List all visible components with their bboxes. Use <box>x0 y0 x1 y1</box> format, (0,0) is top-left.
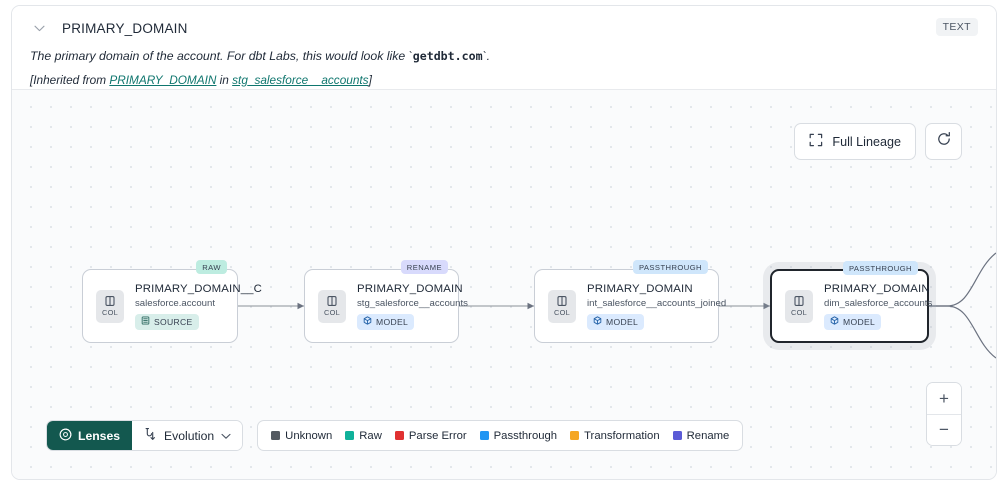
legend-swatch-unknown <box>271 431 281 440</box>
edge-out-1 <box>929 252 996 307</box>
lineage-canvas[interactable]: Full Lineage + − RAW <box>12 89 996 479</box>
lineage-node[interactable]: RAW COL PRIMARY_DOMAIN__C salesforce.acc… <box>82 260 262 343</box>
refresh-button[interactable] <box>925 123 962 160</box>
legend-item: Raw <box>345 430 382 442</box>
node-kind-badge: MODEL <box>587 313 645 330</box>
chevron-down-icon <box>221 429 231 443</box>
col-label: COL <box>790 308 808 317</box>
node-kind-badge: SOURCE <box>135 313 199 330</box>
legend-swatch-transformation <box>570 431 580 440</box>
node-subtitle: stg_salesforce__accounts <box>357 297 468 309</box>
node-kind-label: SOURCE <box>154 316 193 327</box>
node-type-badge: PASSTHROUGH <box>632 260 708 274</box>
legend-item: Transformation <box>570 430 660 442</box>
column-type-badge: TEXT <box>935 18 978 36</box>
node-kind-label: MODEL <box>843 316 876 327</box>
legend-item: Parse Error <box>394 429 467 442</box>
inherited-close: ] <box>368 72 372 87</box>
column-icon: COL <box>96 289 124 323</box>
lineage-edges <box>238 252 996 359</box>
col-label: COL <box>553 308 571 317</box>
legend-item: Unknown <box>271 430 332 442</box>
canvas-bottom-bar: Lenses Evolution <box>46 420 744 451</box>
column-icon: COL <box>785 289 813 323</box>
node-subtitle: dim_salesforce_accounts <box>824 297 933 309</box>
legend-label: Raw <box>359 429 382 442</box>
cube-icon <box>830 316 839 327</box>
node-kind-label: MODEL <box>606 316 639 327</box>
column-description: The primary domain of the account. For d… <box>30 48 978 65</box>
cube-icon <box>363 316 372 327</box>
legend-label: Passthrough <box>493 429 558 442</box>
full-lineage-button[interactable]: Full Lineage <box>794 123 916 160</box>
full-lineage-label: Full Lineage <box>832 134 901 149</box>
legend-label: Unknown <box>285 429 333 442</box>
description-suffix: `. <box>482 49 491 63</box>
cube-icon <box>593 316 602 327</box>
legend-label: Parse Error <box>408 429 467 442</box>
node-subtitle: int_salesforce__accounts_joined <box>587 297 727 309</box>
evolution-icon <box>143 427 157 444</box>
legend-label: Rename <box>686 429 730 442</box>
col-label: COL <box>323 308 341 317</box>
node-kind-label: MODEL <box>376 316 409 327</box>
legend-item: Rename <box>672 429 730 442</box>
description-prefix: The primary domain of the account. For d… <box>30 49 413 63</box>
database-icon <box>141 316 150 327</box>
lineage-legend: Unknown Raw Parse Error Passthrough <box>257 420 744 451</box>
card-header: PRIMARY_DOMAIN TEXT The primary domain o… <box>12 6 996 89</box>
lenses-segmented-control: Lenses Evolution <box>46 420 244 451</box>
chevron-down-icon[interactable] <box>30 19 48 37</box>
page-title: PRIMARY_DOMAIN <box>62 20 188 36</box>
lineage-node[interactable]: PASSTHROUGH COL PRIMARY_DOMAIN int_sales… <box>534 260 726 343</box>
legend-swatch-raw <box>345 431 355 440</box>
edge-out-2 <box>929 305 996 359</box>
legend-label: Transformation <box>584 429 660 442</box>
description-code: getdbt.com <box>412 49 483 63</box>
node-title: PRIMARY_DOMAIN__C <box>135 282 263 295</box>
refresh-icon <box>936 131 952 152</box>
inherited-note: [Inherited from PRIMARY_DOMAIN in stg_sa… <box>30 73 978 87</box>
inherited-column-link[interactable]: PRIMARY_DOMAIN <box>109 72 217 87</box>
legend-item: Passthrough <box>479 429 558 442</box>
evolution-label: Evolution <box>164 428 215 443</box>
zoom-in-button[interactable]: + <box>927 383 961 414</box>
node-title: PRIMARY_DOMAIN <box>587 282 693 295</box>
lenses-label: Lenses <box>78 428 121 443</box>
column-detail-card: PRIMARY_DOMAIN TEXT The primary domain o… <box>11 5 997 480</box>
lenses-button[interactable]: Lenses <box>47 421 133 450</box>
node-title: PRIMARY_DOMAIN <box>824 282 930 295</box>
legend-swatch-parse-error <box>394 431 404 440</box>
inherited-mid: in <box>216 72 233 87</box>
evolution-dropdown[interactable]: Evolution <box>132 421 243 450</box>
zoom-controls: + − <box>926 382 962 446</box>
node-title: PRIMARY_DOMAIN <box>357 282 463 295</box>
node-type-badge: PASSTHROUGH <box>842 261 918 275</box>
legend-swatch-passthrough <box>479 431 489 440</box>
col-label: COL <box>101 308 119 317</box>
zoom-out-button[interactable]: − <box>927 414 961 445</box>
node-subtitle: salesforce.account <box>135 297 215 309</box>
lineage-node-selected[interactable]: PASSTHROUGH COL PRIMARY_DOMAIN dim_sales… <box>770 261 933 343</box>
node-type-badge: RAW <box>196 260 227 274</box>
lineage-node[interactable]: RENAME COL PRIMARY_DOMAIN stg_salesforce… <box>304 260 468 343</box>
column-icon: COL <box>548 289 576 323</box>
column-icon: COL <box>318 289 346 323</box>
aperture-icon <box>59 428 72 444</box>
node-kind-badge: MODEL <box>824 313 882 330</box>
canvas-top-controls: Full Lineage <box>794 123 962 160</box>
node-kind-badge: MODEL <box>357 313 415 330</box>
inherited-model-link[interactable]: stg_salesforce__accounts <box>232 72 369 87</box>
inherited-open: [Inherited from <box>30 72 110 87</box>
node-type-badge: RENAME <box>400 260 448 274</box>
expand-icon <box>809 133 823 150</box>
legend-swatch-rename <box>672 431 682 440</box>
